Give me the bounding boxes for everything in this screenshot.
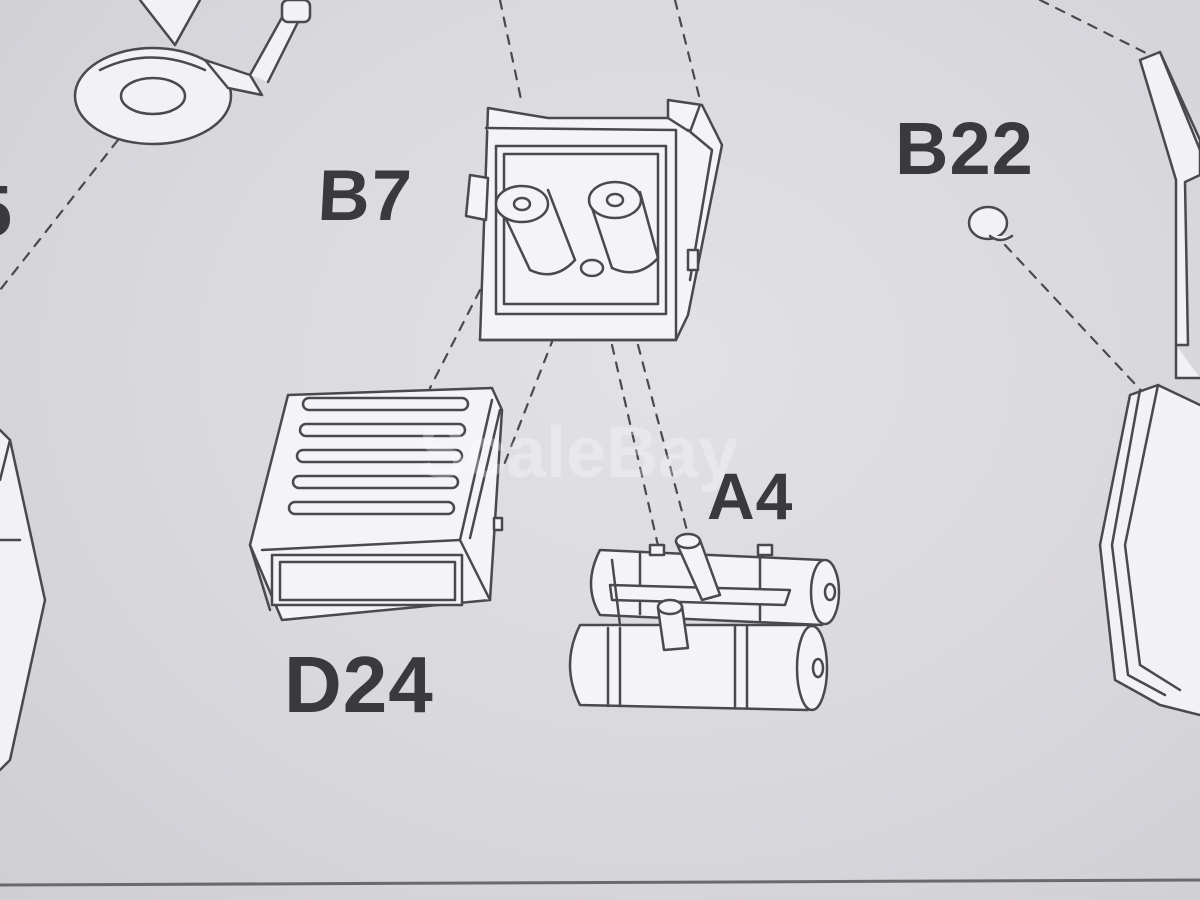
b7-bracket bbox=[464, 98, 724, 342]
a4-air-tanks bbox=[568, 532, 841, 712]
sheet-bottom-line bbox=[0, 878, 1200, 887]
top-left-assembly bbox=[73, 0, 312, 146]
part-label-b7: B7 bbox=[315, 156, 415, 236]
part-label-d24: D24 bbox=[284, 640, 434, 729]
d24-box bbox=[248, 386, 504, 622]
left-partial-part bbox=[0, 428, 47, 772]
part-label-a4: A4 bbox=[707, 459, 794, 533]
right-rod bbox=[1138, 50, 1200, 380]
b22-knob bbox=[967, 205, 1014, 242]
grille-slots bbox=[287, 396, 470, 516]
part-label-b22: B22 bbox=[895, 107, 1034, 190]
watermark: ScaleBay bbox=[418, 413, 739, 493]
partial-part-label: 5 bbox=[0, 176, 13, 248]
right-box-partial bbox=[1098, 383, 1200, 717]
